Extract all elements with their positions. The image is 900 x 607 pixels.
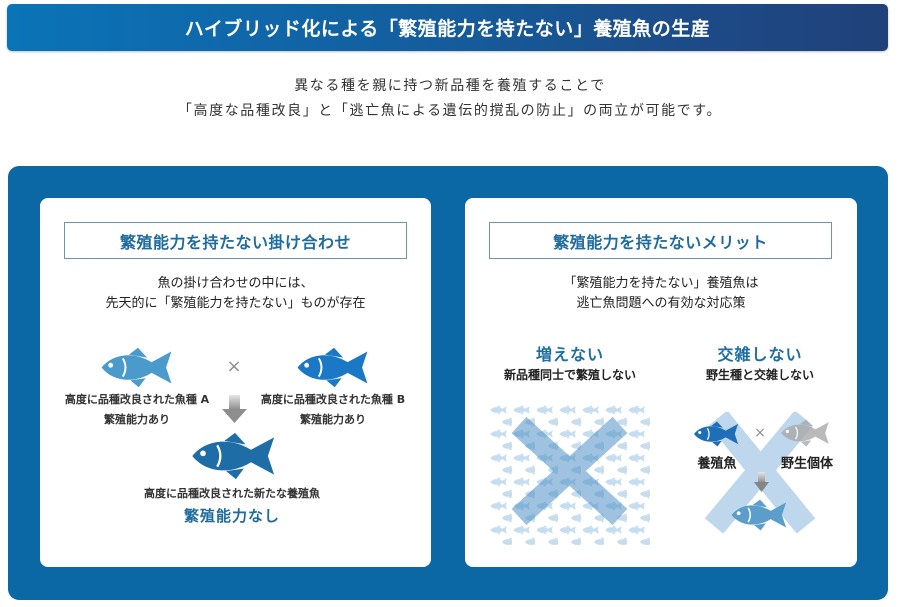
merit-no-increase: 増えない 新品種同士で繁殖しない [480, 344, 660, 384]
wild-fish-label: 野生個体 [780, 456, 834, 472]
description-line-2: 逃亡魚問題への有効な対応策 [576, 296, 746, 311]
offspring-label: 高度に品種改良された新たな養殖魚 繁殖能力なし [40, 485, 424, 529]
cross-out-icon [511, 416, 628, 526]
parent-a-name: 高度に品種改良された魚種 A [64, 393, 210, 406]
fish-icon [190, 432, 280, 480]
arrow-down-icon [222, 395, 247, 423]
fish-icon [296, 347, 372, 388]
merit-no-hybridization: 交雑しない 野生種と交雑しない [670, 344, 850, 384]
wild-fish-icon [780, 419, 832, 447]
offspring-fertility: 繁殖能力なし [183, 507, 280, 525]
description-line-2: 先天的に「繁殖能力を持たない」ものが存在 [105, 296, 366, 311]
intro-text: 異なる種を親に持つ新品種を養殖することで 「高度な品種改良」と「逃亡魚による遺伝… [0, 74, 900, 124]
arrow-down-icon [754, 472, 769, 492]
offspring-name: 高度に品種改良された新たな養殖魚 [144, 487, 320, 500]
merit-subheading: 野生種と交雑しない [705, 368, 814, 382]
description-line-1: 魚の掛け合わせの中には、 [157, 276, 314, 291]
farmed-fish-label: 養殖魚 [697, 456, 737, 472]
merit-subheading: 新品種同士で繁殖しない [503, 368, 636, 382]
fish-school-crossed-out-graphic [489, 405, 651, 545]
panel-title-box: 繁殖能力を持たない掛け合わせ [64, 222, 407, 259]
page-header-banner: ハイブリッド化による「繁殖能力を持たない」養殖魚の生産 [7, 4, 888, 51]
parent-a-fertility: 繁殖能力あり [104, 413, 170, 426]
parent-b-label: 高度に品種改良された魚種 B 繁殖能力あり [243, 390, 423, 430]
panel-description: 魚の掛け合わせの中には、 先天的に「繁殖能力を持たない」ものが存在 [40, 274, 431, 314]
parent-a-label: 高度に品種改良された魚種 A 繁殖能力あり [47, 390, 227, 430]
cross-icon: × [754, 425, 766, 441]
panel-sterile-crossbreeding: 繁殖能力を持たない掛け合わせ 魚の掛け合わせの中には、 先天的に「繁殖能力を持た… [40, 198, 431, 567]
parent-b-name: 高度に品種改良された魚種 B [260, 393, 406, 406]
panel-title: 繁殖能力を持たない掛け合わせ [119, 232, 351, 252]
panel-description: 「繁殖能力を持たない」養殖魚は 逃亡魚問題への有効な対応策 [465, 274, 857, 314]
cross-icon: × [226, 356, 242, 377]
intro-line-1: 異なる種を親に持つ新品種を養殖することで [294, 78, 606, 94]
description-line-1: 「繁殖能力を持たない」養殖魚は [563, 276, 759, 291]
parent-b-fertility: 繁殖能力あり [300, 413, 366, 426]
hybrid-fish-icon [730, 499, 790, 531]
intro-line-2: 「高度な品種改良」と「逃亡魚による遺伝的撹乱の防止」の両立が可能です。 [177, 103, 723, 119]
merit-heading: 増えない [535, 345, 604, 364]
panel-title: 繁殖能力を持たないメリット [553, 232, 768, 252]
fish-icon [100, 347, 176, 388]
panel-sterility-merits: 繁殖能力を持たないメリット 「繁殖能力を持たない」養殖魚は 逃亡魚問題への有効な… [465, 198, 857, 567]
page-title: ハイブリッド化による「繁殖能力を持たない」養殖魚の生産 [184, 18, 711, 40]
panel-title-box: 繁殖能力を持たないメリット [489, 222, 832, 259]
merit-heading: 交雑しない [717, 345, 803, 364]
farmed-fish-icon [693, 421, 741, 447]
